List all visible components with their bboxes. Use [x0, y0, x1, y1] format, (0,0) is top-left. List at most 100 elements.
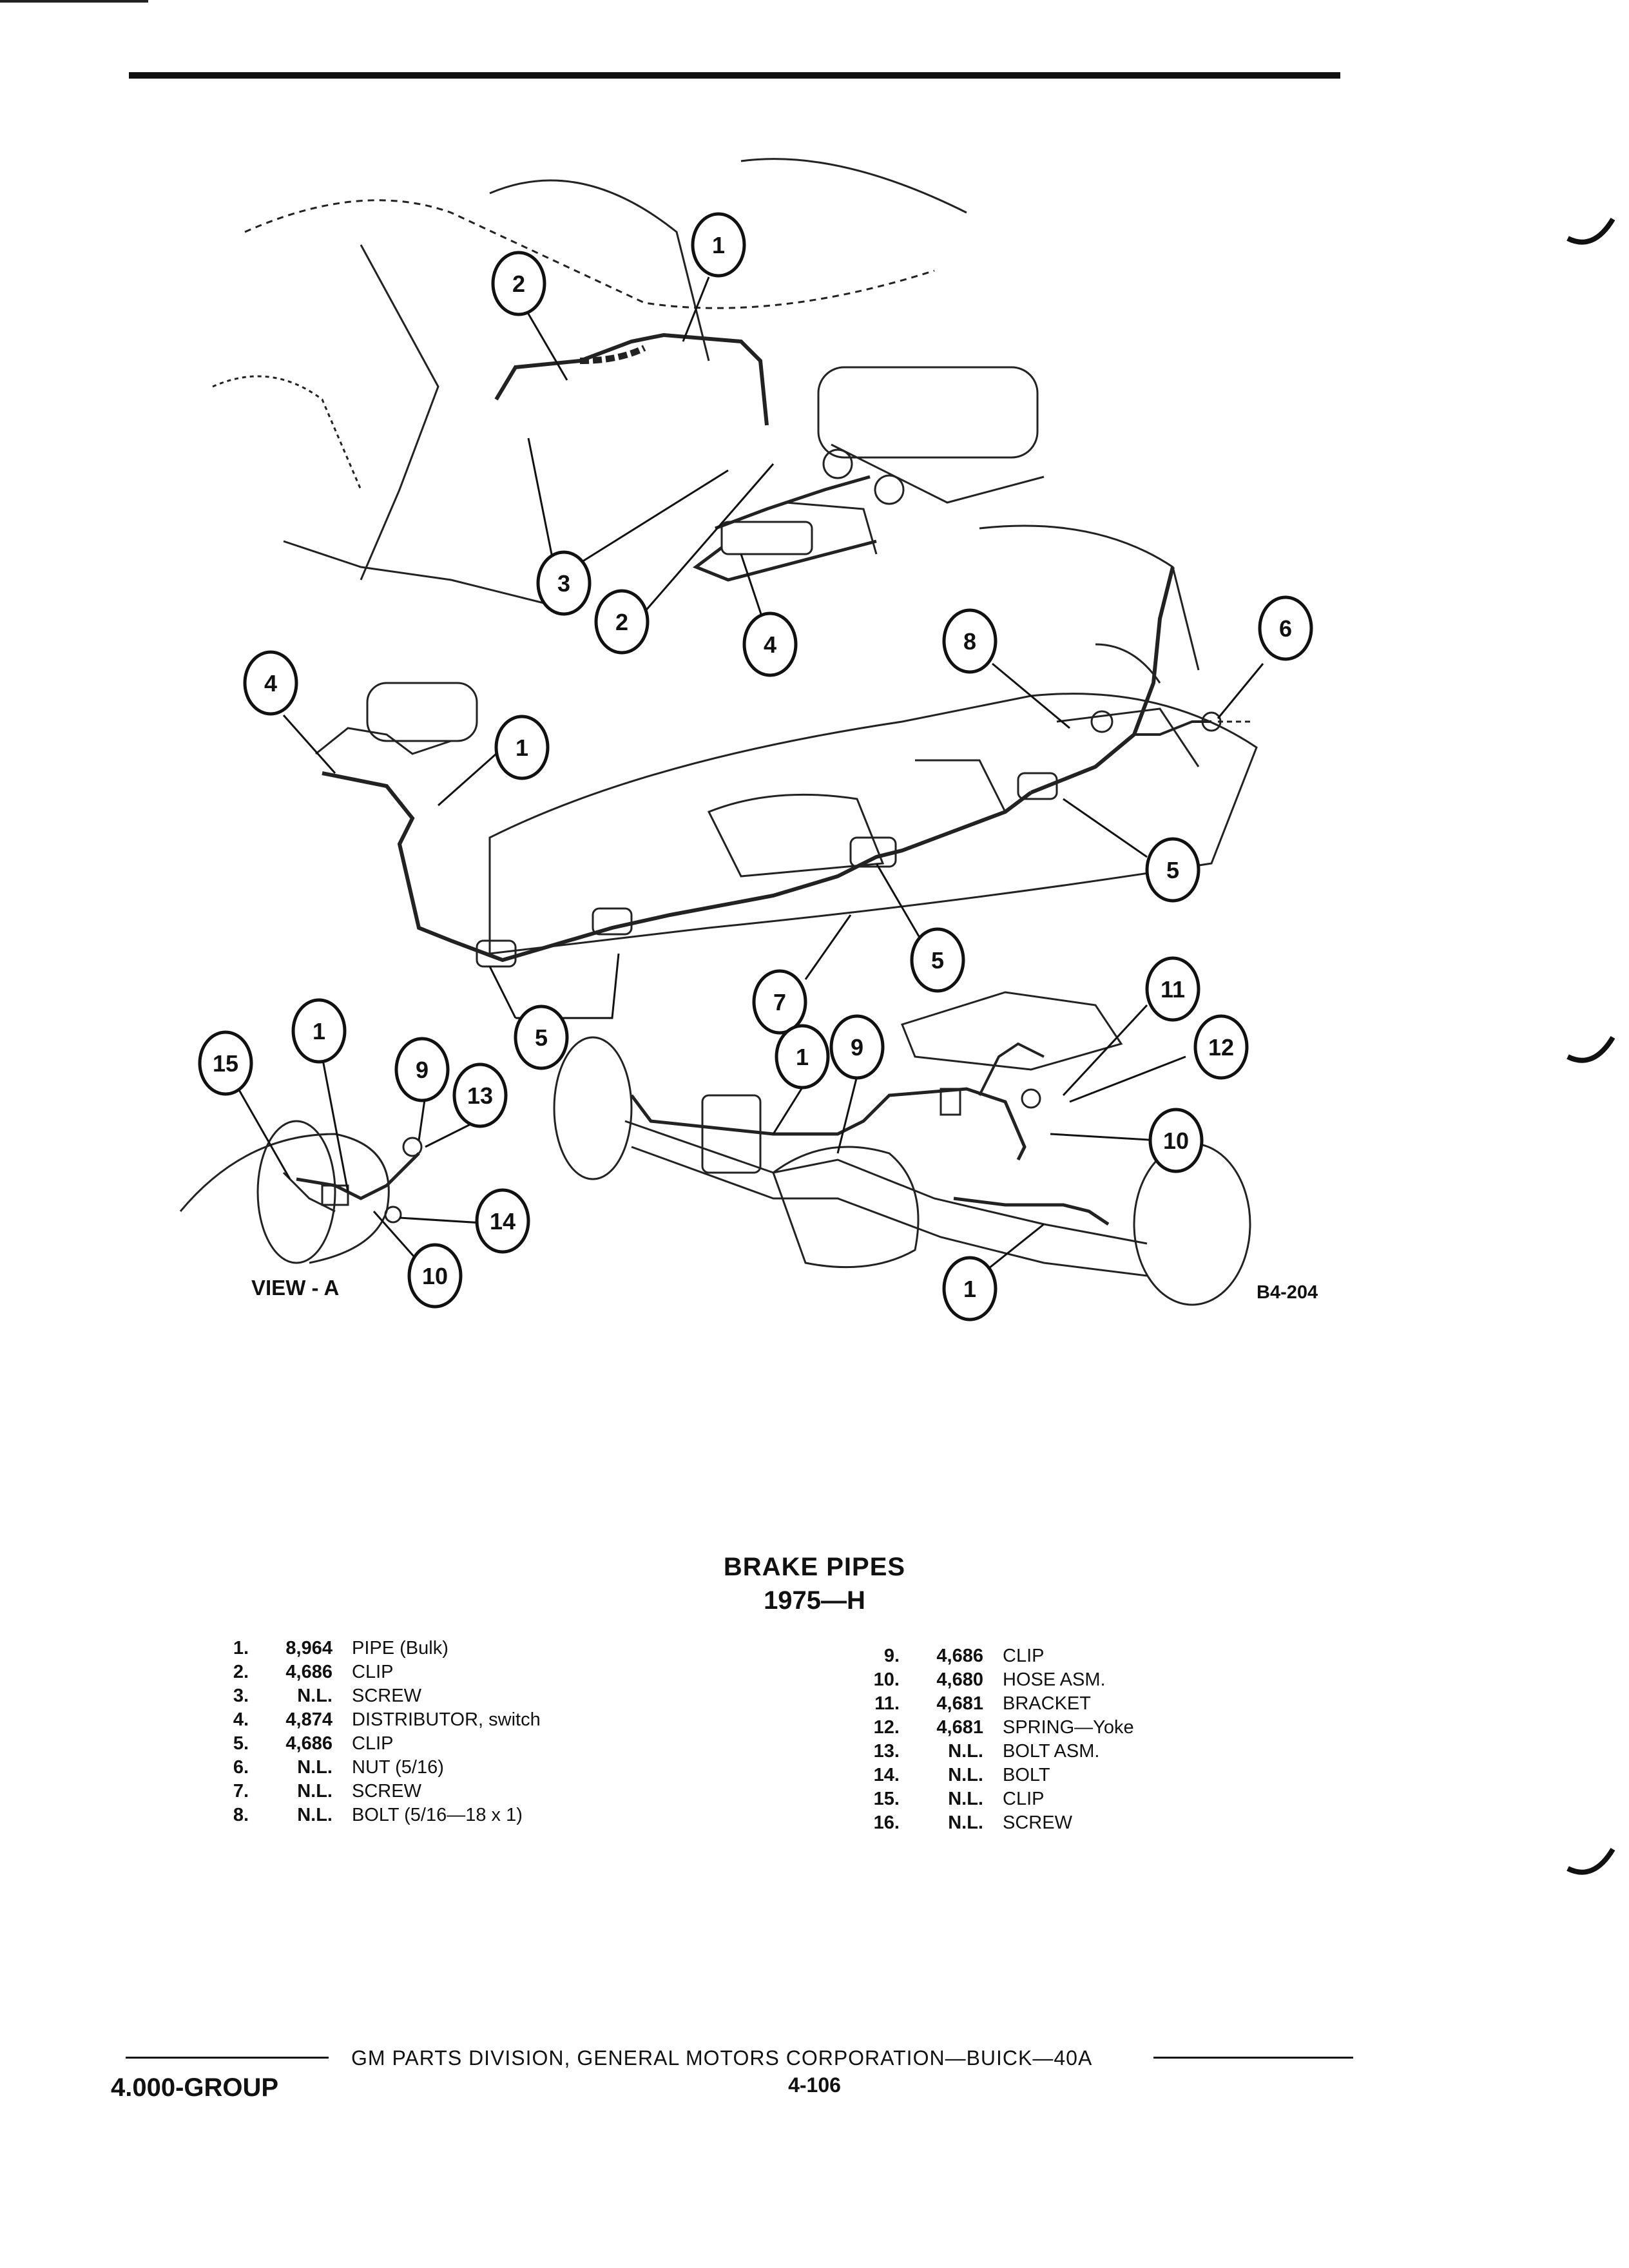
callout-label: 11 [1161, 976, 1185, 1003]
page-number: 4-106 [788, 2073, 841, 2097]
part-number: N.L. [948, 1765, 983, 1785]
part-number: 4,686 [936, 1646, 983, 1666]
part-number-index: 7. [233, 1781, 249, 1802]
callout-label: 1 [796, 1044, 809, 1070]
callout-label: 2 [615, 609, 628, 635]
part-number-index: 4. [233, 1709, 249, 1730]
part-number-index: 14. [873, 1765, 900, 1785]
callout-label: 10 [1163, 1128, 1189, 1154]
part-row: 6. N.L. NUT (5/16) [213, 1756, 541, 1780]
part-row: 2. 4,686 CLIP [213, 1660, 541, 1684]
part-row: 4. 4,874 DISTRIBUTOR, switch [213, 1708, 541, 1732]
callout-label: 15 [213, 1050, 238, 1077]
part-row: 15. N.L. CLIP [863, 1787, 1134, 1811]
callout-label: 3 [557, 570, 570, 597]
part-row: 9. 4,686 CLIP [863, 1644, 1134, 1668]
callout-label: 4 [264, 670, 277, 697]
part-description: BRACKET [1003, 1693, 1091, 1714]
part-description: BOLT (5/16—18 x 1) [352, 1805, 523, 1825]
callout-label: 4 [764, 631, 776, 658]
figure-code: B4-204 [1257, 1282, 1318, 1303]
part-number-index: 9. [883, 1646, 900, 1666]
part-description: SCREW [352, 1686, 421, 1706]
part-row: 5. 4,686 CLIP [213, 1732, 541, 1756]
part-description: DISTRIBUTOR, switch [352, 1709, 541, 1730]
footer-rule [126, 2057, 329, 2059]
callout-label: 1 [516, 735, 528, 761]
callout-label: 8 [963, 628, 976, 655]
part-number: 4,681 [936, 1717, 983, 1738]
brake-pipes-illustration: 1 2 3 2 4 8 6 4 1 5 5 7 5 11 12 15 1 9 1… [179, 158, 1313, 1321]
page-title: BRAKE PIPES [723, 1553, 906, 1581]
corner-rule [0, 0, 148, 3]
callout-label: 7 [773, 989, 786, 1015]
view-a-label: VIEW - A [251, 1276, 340, 1300]
part-number-index: 3. [233, 1686, 249, 1706]
binding-mark [1566, 1035, 1615, 1063]
part-number: 4,874 [285, 1709, 333, 1730]
part-description: NUT (5/16) [352, 1757, 444, 1778]
part-number: 4,686 [285, 1733, 333, 1754]
callout-label: 12 [1208, 1034, 1234, 1061]
part-description: SCREW [1003, 1812, 1072, 1833]
part-number: N.L. [948, 1741, 983, 1762]
callout-label: 1 [313, 1018, 325, 1044]
part-row: 14. N.L. BOLT [863, 1763, 1134, 1787]
part-row: 8. N.L. BOLT (5/16—18 x 1) [213, 1803, 541, 1827]
binding-mark [1566, 1847, 1615, 1875]
callout-label: 13 [467, 1082, 493, 1109]
callout-label: 9 [851, 1034, 863, 1061]
part-number-index: 2. [233, 1662, 249, 1682]
part-number-index: 5. [233, 1733, 249, 1754]
part-number-index: 11. [874, 1693, 900, 1714]
part-description: CLIP [352, 1662, 394, 1682]
callout-label: 10 [422, 1263, 448, 1289]
callout-label: 9 [416, 1057, 429, 1083]
part-row: 16.N.L.SCREW [863, 1811, 1134, 1835]
header-rule [129, 72, 1340, 79]
part-number: 4,681 [936, 1693, 983, 1714]
part-description: BOLT ASM. [1003, 1741, 1100, 1762]
callout-label: 6 [1279, 615, 1292, 642]
part-description: BOLT [1003, 1765, 1050, 1785]
callout-label: 14 [490, 1208, 516, 1235]
part-number: N.L. [297, 1805, 333, 1825]
part-description: CLIP [352, 1733, 394, 1754]
part-description: CLIP [1003, 1789, 1045, 1809]
part-number: 4,680 [936, 1669, 983, 1690]
part-description: PIPE (Bulk) [352, 1638, 448, 1658]
callout-label: 2 [512, 271, 525, 297]
part-number-index: 12. [873, 1717, 900, 1738]
callout-label: 5 [1166, 857, 1179, 883]
part-number-index: 6. [233, 1757, 249, 1778]
part-row: 13. N.L. BOLT ASM. [863, 1740, 1134, 1763]
part-number-index: 13. [873, 1741, 900, 1762]
part-number: N.L. [948, 1789, 983, 1809]
part-description: CLIP [1003, 1646, 1045, 1666]
part-row: 11. 4,681 BRACKET [863, 1692, 1134, 1716]
part-number-index: 15. [873, 1789, 900, 1809]
part-row: 10. 4,680 HOSE ASM. [863, 1668, 1134, 1692]
part-description: HOSE ASM. [1003, 1669, 1106, 1690]
part-number: N.L. [297, 1757, 333, 1778]
part-number-index: 8. [233, 1805, 249, 1825]
part-number: N.L. [297, 1686, 333, 1706]
page-subtitle: 1975—H [764, 1586, 865, 1615]
part-description: SCREW [352, 1781, 421, 1802]
part-number: N.L. [297, 1781, 333, 1802]
group-label: 4.000-GROUP [111, 2073, 279, 2102]
callout-label: 5 [931, 947, 944, 974]
part-row: 7. N.L. SCREW [213, 1780, 541, 1803]
part-row: 3. N.L. SCREW [213, 1684, 541, 1708]
part-number: 8,964 [285, 1638, 333, 1658]
footer-division: GM PARTS DIVISION, GENERAL MOTORS CORPOR… [351, 2046, 1093, 2070]
callout-label: 1 [963, 1276, 976, 1302]
part-number: 4,686 [285, 1662, 333, 1682]
part-number-index: 10. [873, 1669, 900, 1690]
footer-rule [1153, 2057, 1353, 2059]
callout-label: 1 [712, 232, 725, 258]
part-number-index: 16. [873, 1812, 900, 1833]
